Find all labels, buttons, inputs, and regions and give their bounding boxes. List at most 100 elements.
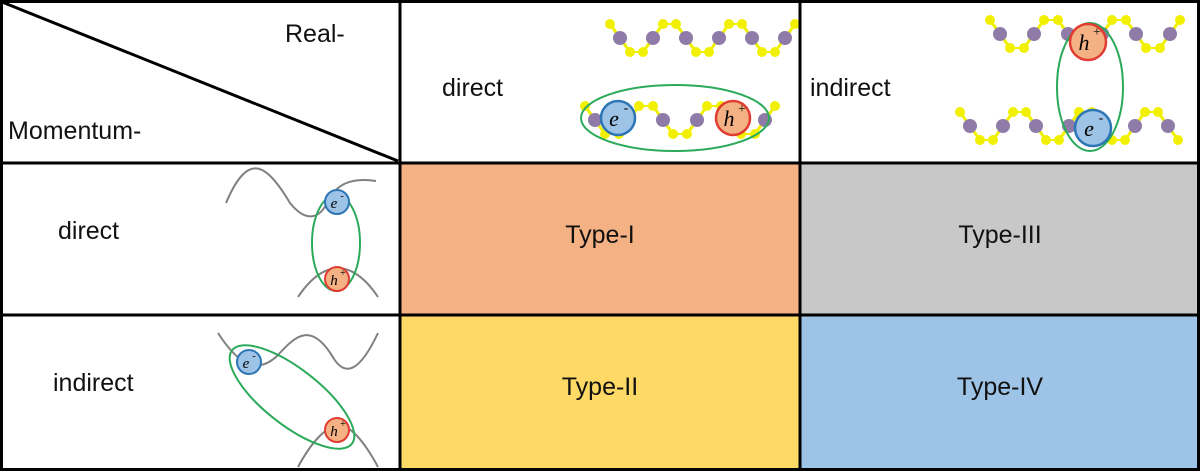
chalcogen-atom	[668, 129, 678, 139]
hole-sign: +	[1093, 25, 1101, 40]
type-iii-cell: Type-III	[800, 163, 1200, 315]
chalcogen-atom	[1008, 107, 1018, 117]
direct-band-diagram: e - h +	[225, 167, 379, 298]
hole-symbol: h	[330, 424, 338, 440]
metal-atom	[1027, 27, 1041, 41]
chalcogen-atom	[634, 101, 644, 111]
electron-symbol: e	[243, 356, 250, 372]
chalcogen-atom	[671, 19, 681, 29]
chalcogen-atom	[682, 129, 692, 139]
indirect-band-diagram: e - h +	[217, 332, 379, 468]
metal-atom	[1029, 119, 1043, 133]
chalcogen-atom	[1173, 135, 1183, 145]
electron-sign: -	[1099, 111, 1104, 126]
chalcogen-atom	[975, 135, 985, 145]
electron-symbol: e	[331, 196, 338, 212]
hole-symbol: h	[724, 106, 735, 131]
chalcogen-atom	[1053, 15, 1063, 25]
chalcogen-atom	[1054, 135, 1064, 145]
chalcogen-atom	[955, 107, 965, 117]
chalcogen-atom	[770, 47, 780, 57]
chalcogen-atom	[658, 19, 668, 29]
chalcogen-atom	[1141, 43, 1151, 53]
type-ii-cell: Type-II	[400, 315, 800, 471]
chalcogen-atom	[988, 135, 998, 145]
electron-sign: -	[340, 191, 343, 202]
chalcogen-atom	[737, 19, 747, 29]
metal-atom	[745, 31, 759, 45]
electron-carrier: e -	[599, 99, 637, 137]
hole-sign: +	[340, 419, 346, 430]
chalcogen-atom	[757, 47, 767, 57]
chalcogen-atom	[691, 47, 701, 57]
type-i-label: Type-I	[565, 221, 635, 249]
metal-atom	[963, 119, 977, 133]
chalcogen-atom	[1039, 15, 1049, 25]
chalcogen-atom	[770, 101, 780, 111]
hole-symbol: h	[1079, 30, 1090, 55]
row-momentum-direct: direct e - h +	[0, 163, 400, 315]
electron-carrier: e -	[324, 189, 350, 215]
hole-carrier: h +	[714, 99, 752, 137]
chalcogen-atom	[1155, 43, 1165, 53]
electron-carrier: e -	[1073, 108, 1113, 148]
real-direct-lattice: e - h +	[580, 19, 800, 152]
corner-cell: Real- Momentum-	[0, 0, 400, 163]
upper-layer-lattice	[605, 19, 800, 57]
chalcogen-atom	[1041, 135, 1051, 145]
chalcogen-atom	[704, 47, 714, 57]
chalcogen-atom	[702, 101, 712, 111]
hole-symbol: h	[330, 273, 338, 289]
hole-sign: +	[340, 268, 346, 279]
header-real-direct: direct e - h +	[400, 0, 800, 163]
hole-carrier: h +	[324, 266, 350, 292]
metal-atom	[690, 113, 704, 127]
type-iv-label: Type-IV	[956, 373, 1044, 401]
chalcogen-atom	[1120, 135, 1130, 145]
metal-atom	[679, 31, 693, 45]
chalcogen-atom	[1140, 107, 1150, 117]
exciton-ring	[228, 344, 356, 450]
momentum-label: Momentum-	[8, 117, 142, 145]
electron-carrier: e -	[236, 349, 262, 375]
electron-sign: -	[252, 351, 255, 362]
chalcogen-atom	[985, 15, 995, 25]
chalcogen-atom	[638, 47, 648, 57]
metal-atom	[993, 27, 1007, 41]
chalcogen-atom	[1175, 15, 1185, 25]
row-momentum-indirect: indirect e - h +	[0, 315, 400, 471]
chalcogen-atom	[1121, 15, 1131, 25]
metal-atom	[996, 119, 1010, 133]
chalcogen-atom	[605, 19, 615, 29]
electron-sign: -	[624, 101, 629, 116]
metal-atom	[1128, 119, 1142, 133]
chalcogen-atom	[790, 19, 800, 29]
chalcogen-atom	[1019, 43, 1029, 53]
electron-symbol: e	[609, 106, 619, 131]
real-indirect-lattice: h + e -	[955, 15, 1185, 152]
metal-atom	[1161, 119, 1175, 133]
metal-atom	[656, 113, 670, 127]
metal-atom	[646, 31, 660, 45]
metal-atom	[1129, 27, 1143, 41]
metal-atom	[778, 31, 792, 45]
metal-atom	[613, 31, 627, 45]
hole-carrier: h +	[1068, 22, 1108, 62]
electron-symbol: e	[1084, 116, 1094, 141]
metal-atom	[1163, 27, 1177, 41]
type-iv-cell: Type-IV	[800, 315, 1200, 471]
chalcogen-atom	[1107, 15, 1117, 25]
type-iii-label: Type-III	[958, 221, 1042, 249]
metal-atom	[758, 113, 772, 127]
real-label: Real-	[285, 20, 345, 48]
type-i-cell: Type-I	[400, 163, 800, 315]
lower-layer-lattice	[955, 107, 1183, 145]
metal-atom	[712, 31, 726, 45]
chalcogen-atom	[1021, 107, 1031, 117]
chalcogen-atom	[724, 19, 734, 29]
chalcogen-atom	[1005, 43, 1015, 53]
chalcogen-atom	[625, 47, 635, 57]
chalcogen-atom	[1153, 107, 1163, 117]
type-ii-label: Type-II	[561, 373, 639, 401]
